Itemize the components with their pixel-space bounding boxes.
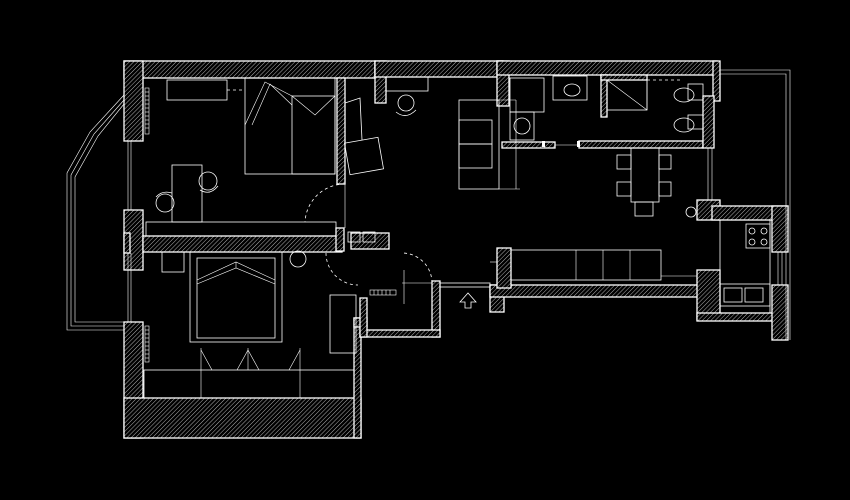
wall-shower-top <box>600 74 648 81</box>
balcony-right <box>707 69 791 340</box>
entrance-arrow-icon <box>459 292 477 309</box>
desk <box>171 164 203 223</box>
wall-entry-right <box>431 280 441 338</box>
wall-entry-bottom <box>359 329 441 338</box>
wall-living-left <box>336 77 346 185</box>
kitchen-sink <box>719 283 771 307</box>
wall-right-bottom <box>771 284 789 341</box>
wall-kitchen-bottom-right <box>696 312 778 322</box>
bedroom-bottom-left <box>143 250 357 399</box>
wall-bath-right <box>702 95 715 149</box>
bed-double <box>189 251 283 343</box>
wall-left-top <box>123 60 144 142</box>
wall-divider-right <box>350 232 390 250</box>
dining-table <box>630 147 660 203</box>
wall-top-left <box>123 60 376 79</box>
bed-single <box>244 77 336 175</box>
wall-entry-left <box>359 297 368 338</box>
wall-bath-partition <box>600 74 608 118</box>
wall-top-middle <box>374 60 504 78</box>
wall-bath-bottom <box>578 140 704 149</box>
wall-top-right <box>496 60 718 76</box>
wall-bath-door-side <box>501 141 556 149</box>
wall-bottom-left <box>123 397 362 439</box>
wall-bedroom-divider <box>142 235 343 253</box>
wall-right-upper <box>712 60 721 102</box>
hob <box>745 223 771 249</box>
sofa <box>458 99 500 190</box>
kitchen-dining <box>490 147 771 314</box>
wall-div-stub <box>123 232 131 254</box>
wall-kitchen-stub <box>496 247 512 289</box>
living-room <box>344 76 520 190</box>
wall-divider-end <box>335 227 345 252</box>
balcony-left <box>66 94 132 331</box>
bedroom-top-left <box>144 77 337 237</box>
entrance-hall <box>304 183 491 309</box>
wall-kitchen-bottom <box>489 284 699 298</box>
walls <box>123 60 789 439</box>
wall-right-column <box>771 205 789 253</box>
bathroom <box>509 75 704 147</box>
